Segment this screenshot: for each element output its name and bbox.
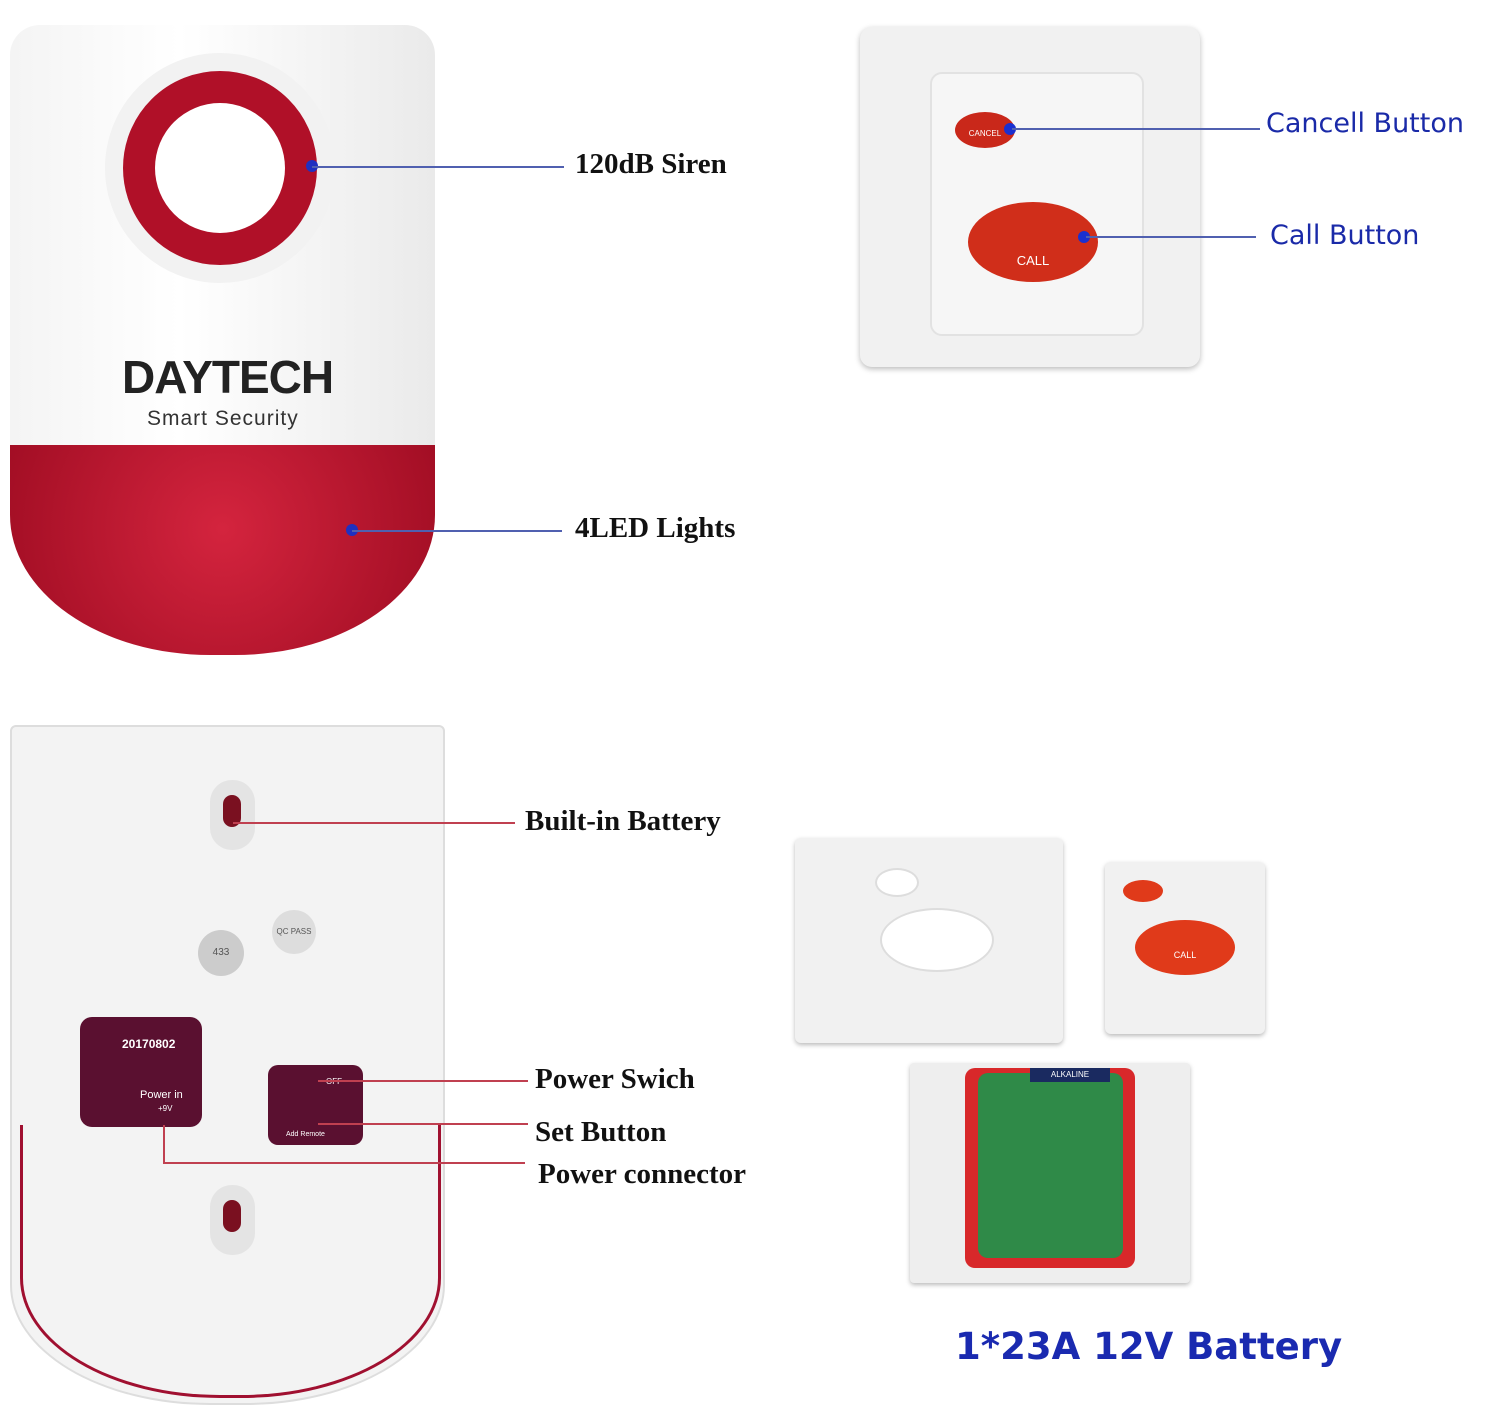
- callout-siren: 120dB Siren: [575, 148, 727, 180]
- siren-front: DAYTECH Smart Security: [10, 25, 435, 655]
- callout-power-switch: Power Swich: [535, 1063, 695, 1095]
- call-button: CALL: [968, 202, 1098, 282]
- callout-remote-battery: 1*23A 12V Battery: [955, 1325, 1343, 1368]
- remote-cover: [795, 838, 1063, 1043]
- callout-led: 4LED Lights: [575, 512, 736, 544]
- brand-logo: DAYTECH: [122, 351, 334, 403]
- callout-battery: Built-in Battery: [525, 805, 721, 837]
- callout-call-button: Call Button: [1270, 220, 1420, 251]
- qc-label: QC PASS: [272, 910, 316, 954]
- siren-back: 433 QC PASS 20170802 Power in +9V OFF Ad…: [10, 725, 445, 1405]
- siren-grille: [105, 53, 335, 283]
- callout-set-button: Set Button: [535, 1116, 667, 1148]
- switch-module: OFF Add Remote: [268, 1065, 363, 1145]
- callout-cancel-button: Cancell Button: [1266, 108, 1464, 139]
- brand-tagline: Smart Security: [147, 407, 299, 430]
- remote-button-board: CALL: [1105, 862, 1265, 1034]
- remote-base-pcb: ALKALINE: [910, 1063, 1190, 1283]
- battery-23a: ALKALINE: [1030, 1068, 1110, 1082]
- call-panel: CANCEL CALL: [860, 27, 1200, 367]
- callout-power-connector: Power connector: [538, 1158, 747, 1190]
- freq-label: 433: [198, 930, 244, 976]
- power-module: 20170802 Power in +9V: [80, 1017, 202, 1127]
